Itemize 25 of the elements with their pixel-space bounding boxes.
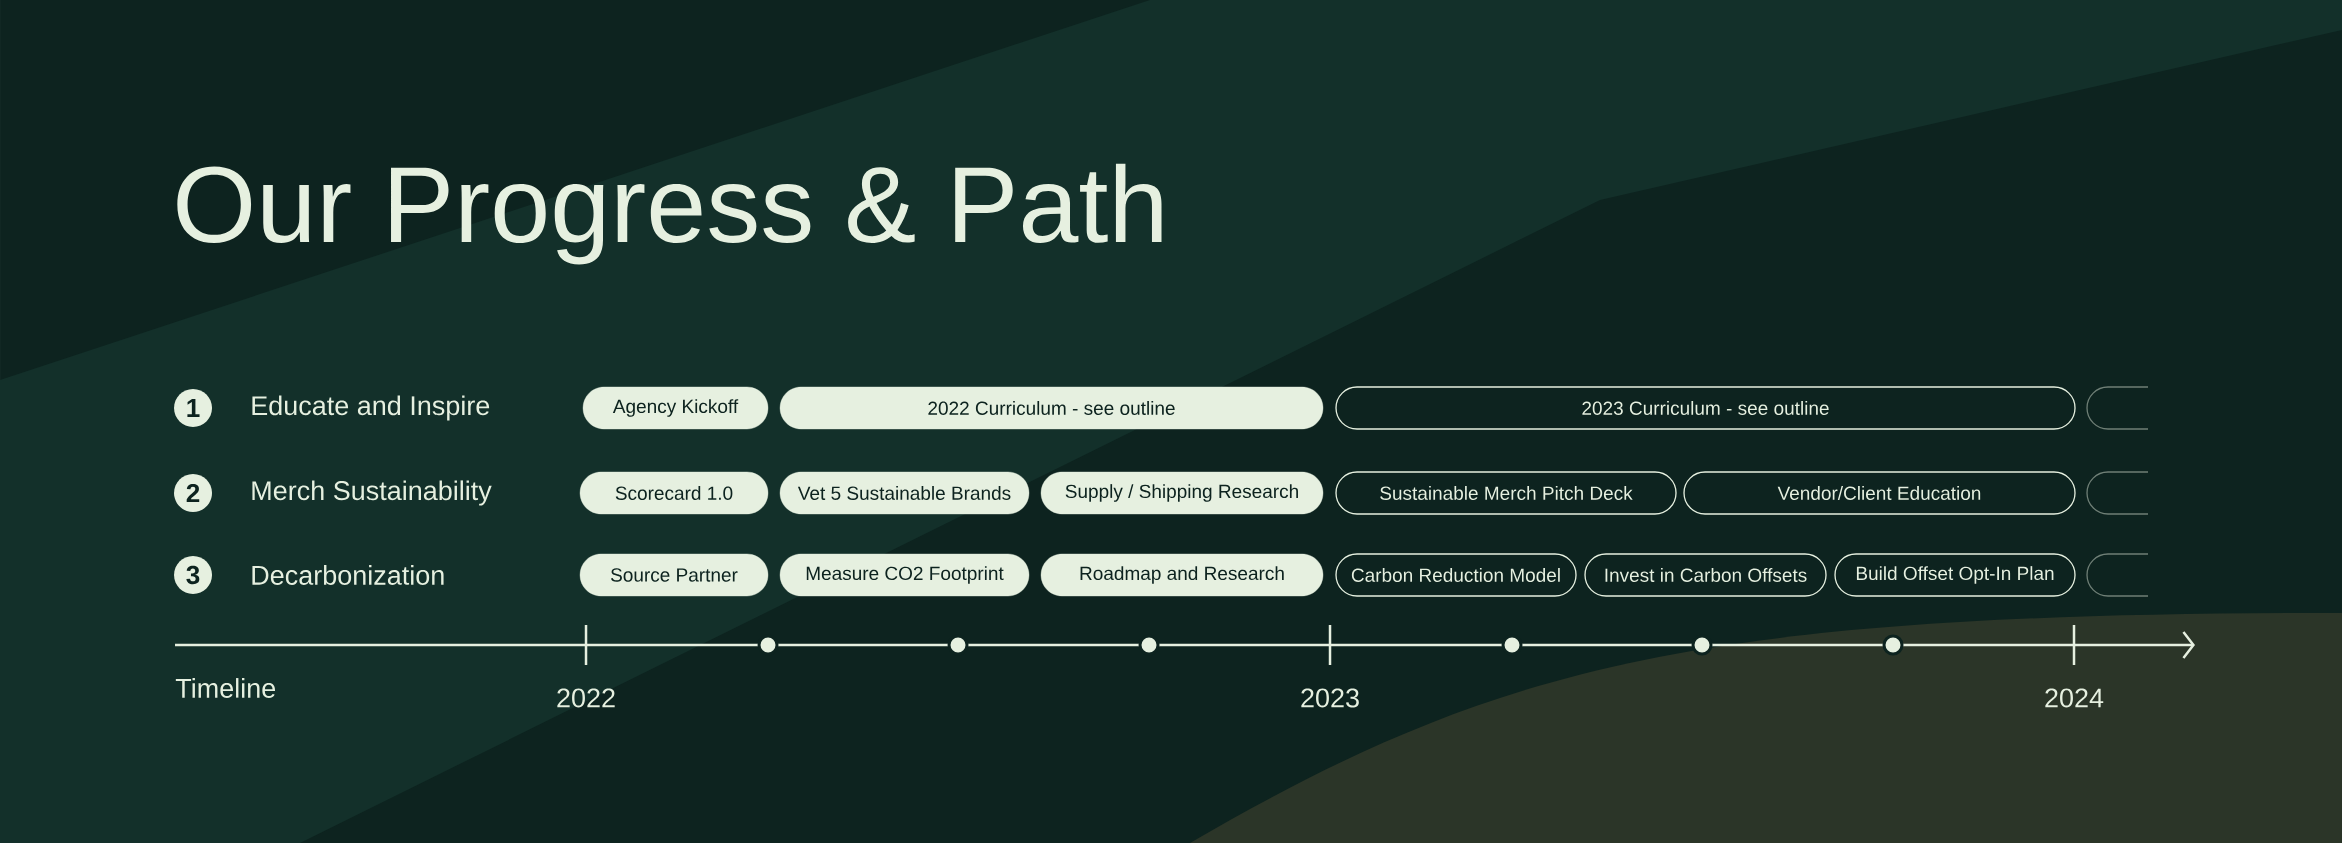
milestone-pill: Source Partner [579, 553, 769, 597]
milestone-pill: Vendor/Client Education [1683, 471, 2076, 515]
row-title: Merch Sustainability [252, 480, 492, 506]
milestone-pill: Build Offset Opt-In Plan [1834, 553, 2076, 597]
milestone-pill: Measure CO2 Footprint [779, 553, 1030, 597]
milestone-pill: Carbon Reduction Model [1335, 553, 1577, 597]
year-label: 2022 [557, 688, 615, 708]
milestone-pill: Supply / Shipping Research [1040, 471, 1324, 515]
milestone-pill: 2023 Curriculum - see outline [1335, 386, 2076, 430]
milestone-pill: Invest in Carbon Offsets [1584, 553, 1827, 597]
partial-pill [2086, 471, 2149, 515]
title: Our Progress & Path [177, 163, 1162, 265]
row-title: Decarbonization [252, 565, 444, 585]
year-label: 2023 [1301, 688, 1359, 708]
milestone-pill: Roadmap and Research [1040, 553, 1324, 597]
row-title: Educate and Inspire [252, 395, 490, 421]
timeline-label: Timeline [175, 678, 276, 698]
milestone-pill: 2022 Curriculum - see outline [779, 386, 1324, 430]
milestone-pill: Sustainable Merch Pitch Deck [1335, 471, 1677, 515]
year-label: 2024 [2045, 688, 2104, 708]
milestone-pill: Vet 5 Sustainable Brands [779, 471, 1030, 515]
partial-pill [2086, 553, 2149, 597]
milestone-pill: Agency Kickoff [582, 386, 769, 430]
partial-pill [2086, 386, 2149, 430]
milestone-pill: Scorecard 1.0 [579, 471, 769, 515]
